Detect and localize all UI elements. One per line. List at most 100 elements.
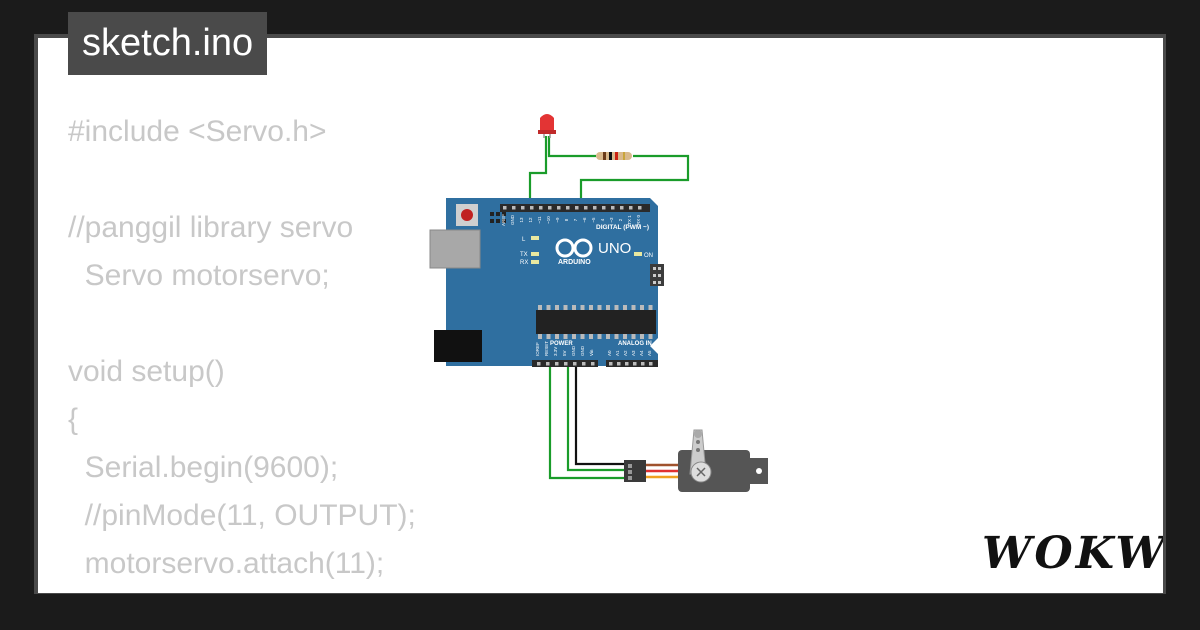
chip-pin (623, 305, 627, 310)
chip-pin (563, 305, 568, 310)
digital-pin (602, 206, 606, 210)
chip-pin (614, 305, 619, 310)
l-label: L (522, 237, 526, 243)
power-pin-label: IOREF (535, 342, 540, 356)
analog-pin (609, 362, 613, 366)
power-pin (564, 362, 568, 366)
on-label: ON (644, 253, 653, 259)
analog-pin-label: A4 (639, 350, 644, 356)
power-pin (555, 362, 559, 366)
digital-pin (512, 206, 516, 210)
analog-header (606, 360, 658, 367)
digital-pin-label: 13 (519, 217, 524, 223)
analog-pin (641, 362, 645, 366)
analog-pin (617, 362, 621, 366)
digital-pin (593, 206, 597, 210)
power-pin (546, 362, 550, 366)
brand-label: ARDUINO (558, 259, 591, 266)
digital-pin-label: ~11 (537, 216, 542, 224)
digital-pin-label: RX 0 (636, 215, 641, 226)
wire-servo-5v (566, 364, 624, 472)
power-pin-label: GND (580, 345, 585, 356)
digital-pin-label: AREF (501, 214, 506, 226)
servo-connector (624, 460, 646, 482)
digital-pin (503, 206, 507, 210)
analog-pin-label: A2 (623, 350, 628, 356)
digital-pin-label: ~10 (546, 216, 551, 224)
chip-pin (631, 334, 636, 339)
digital-pin-label: 4 (600, 218, 605, 221)
analog-pin-label: A5 (647, 350, 652, 356)
servo-motor (624, 429, 768, 492)
power-pin-label: 5V (562, 350, 567, 356)
resistor (596, 152, 632, 160)
chip-pin (640, 334, 644, 339)
digital-pin (620, 206, 624, 210)
digital-pin (584, 206, 588, 210)
digital-pin-label: 12 (528, 217, 533, 223)
analog-pin (649, 362, 653, 366)
code-preview: #include <Servo.h>//panggil library serv… (68, 108, 416, 593)
wire-servo-gnd (574, 364, 624, 466)
analog-label: ANALOG IN (618, 341, 652, 347)
file-tab: sketch.ino (68, 12, 268, 75)
power-label: POWER (550, 341, 573, 347)
code-line: Serial.begin(9600); (68, 451, 339, 484)
arduino-logo-icon (555, 238, 593, 258)
on-led (634, 252, 642, 256)
code-line: Servo motorservo; (68, 259, 330, 292)
digital-pin (557, 206, 561, 210)
analog-pin-label: A3 (631, 350, 636, 356)
red-led (538, 114, 556, 138)
digital-pin (530, 206, 534, 210)
reset-button-cap (461, 209, 473, 221)
chip-pin (555, 334, 559, 339)
chip-pin (597, 334, 602, 339)
microcontroller-chip (536, 310, 656, 334)
chip-pins (538, 305, 653, 339)
code-line: //pinMode(11, OUTPUT); (68, 499, 416, 532)
chip-pin (597, 305, 602, 310)
code-line: void setup() (68, 355, 225, 388)
power-pin-label: GND (571, 345, 576, 356)
digital-pin-label: ~3 (609, 217, 614, 223)
digital-pin-label: ~5 (591, 217, 596, 223)
model-label: UNO (598, 240, 631, 257)
chip-pin (606, 305, 610, 310)
chip-pin (648, 305, 653, 310)
digital-pin-label: 2 (618, 218, 623, 221)
wire-resistor-pin8 (579, 154, 690, 210)
chip-pin (614, 334, 619, 339)
code-line: //panggil library servo (68, 211, 354, 244)
digital-pin (629, 206, 633, 210)
chip-pin (555, 305, 559, 310)
digital-pin-label: 7 (573, 218, 578, 221)
digital-pin (566, 206, 570, 210)
analog-pin (625, 362, 629, 366)
icsp-header-top (490, 212, 506, 223)
digital-pin (638, 206, 642, 210)
digital-pin-label: GND (510, 214, 515, 225)
chip-pin (546, 334, 551, 339)
digital-pin-label: ~6 (582, 217, 587, 223)
chip-pin (580, 334, 585, 339)
servo-body (678, 450, 750, 492)
wire-led-gnd (528, 136, 548, 210)
digital-pin (611, 206, 615, 210)
wokwi-logo: WOKWi (982, 528, 1163, 579)
chip-pin (623, 334, 627, 339)
chip-pin (572, 305, 576, 310)
chip-pin (589, 334, 593, 339)
power-pin (582, 362, 586, 366)
chip-pin (648, 334, 653, 339)
usb-port (429, 229, 481, 269)
analog-pin-label: A1 (615, 350, 620, 356)
tx-led (531, 252, 539, 256)
chip-pin (640, 305, 644, 310)
power-jack (434, 330, 482, 362)
power-pin (537, 362, 541, 366)
digital-pin (539, 206, 543, 210)
